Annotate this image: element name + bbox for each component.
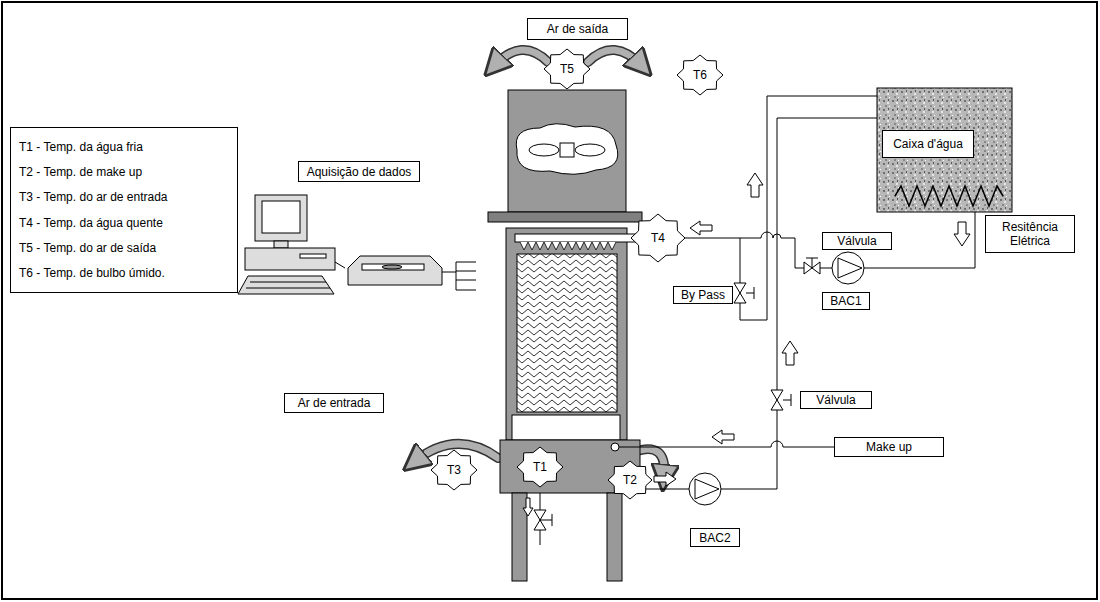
node-text: Ar de entrada — [298, 396, 371, 410]
node-text: T4 - Temp. da água quente — [19, 216, 163, 230]
temperature-sensor: T6 — [676, 54, 724, 96]
node-text: Ar de saída — [547, 22, 608, 36]
pump-label: BAC1 — [822, 292, 870, 310]
node-text: T2 - Temp. de make up — [19, 165, 142, 179]
star-shape — [517, 447, 563, 487]
node-text: By Pass — [681, 288, 725, 302]
node-text: Válvula — [816, 393, 855, 407]
node-text: Válvula — [837, 234, 876, 248]
star-shape — [677, 55, 723, 95]
node-text: T3 — [447, 463, 461, 477]
node-text: T2 — [623, 473, 637, 487]
node-text: T6 - Temp. de bulbo úmido. — [19, 266, 165, 280]
inlet-air-label: Ar de entrada — [284, 393, 384, 413]
node-text: T4 — [651, 231, 665, 245]
temperature-sensor: T2 — [607, 460, 653, 500]
bypass-label: By Pass — [673, 286, 733, 304]
pump-label: BAC2 — [690, 528, 740, 547]
make-up-label: Make up — [834, 437, 944, 457]
star-shape — [631, 214, 685, 262]
node-text: T1 — [533, 460, 547, 474]
star-shape — [544, 49, 590, 89]
star-shape — [431, 450, 477, 490]
node-text: T3 - Temp. do ar de entrada — [19, 190, 168, 204]
node-text: Make up — [866, 440, 912, 454]
node-text: T1 - Temp. da água fria — [19, 140, 143, 154]
node-text: T5 — [560, 62, 574, 76]
outlet-air-label: Ar de saída — [527, 18, 628, 40]
data-acquisition-label: Aquisição de dados — [298, 161, 420, 182]
tank-label: Caixa d'água — [882, 130, 974, 158]
node-text: T6 — [693, 68, 707, 82]
star-shape — [608, 461, 652, 499]
node-text: Aquisição de dados — [307, 165, 412, 179]
node-text: Resitência Elétrica — [992, 220, 1068, 248]
temperature-sensor: T1 — [516, 446, 564, 488]
node-text: Caixa d'água — [893, 137, 963, 151]
temperature-sensor: T5 — [543, 48, 591, 90]
valve-label: Válvula — [800, 391, 872, 409]
sensor-key: T1 - Temp. da água fria T2 - Temp. de mak… — [10, 127, 238, 293]
temperature-sensor: T3 — [430, 449, 478, 491]
heater-label: Resitência Elétrica — [985, 215, 1075, 253]
temperature-sensor: T4 — [630, 213, 686, 263]
valve-label: Válvula — [822, 232, 892, 250]
node-text: T5 - Temp. do ar de saída — [19, 241, 156, 255]
node-text: BAC2 — [699, 531, 730, 545]
node-text: BAC1 — [830, 294, 861, 308]
